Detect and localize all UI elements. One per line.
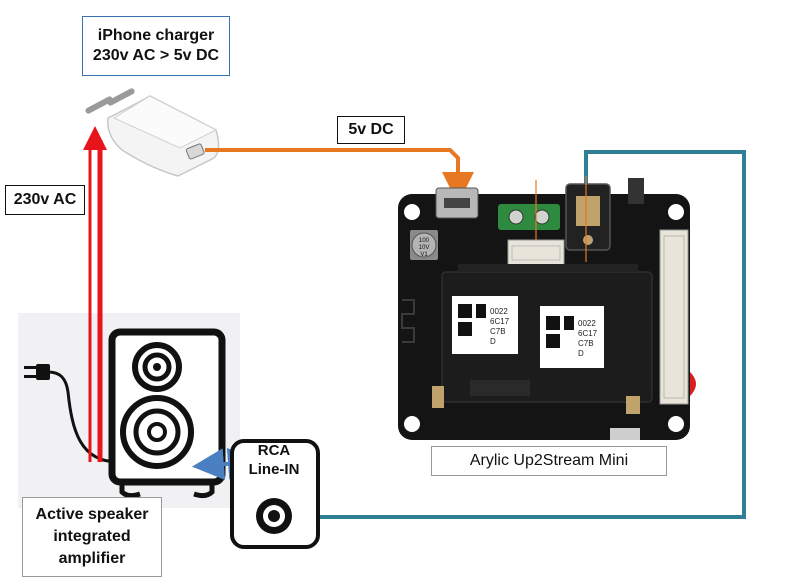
audio-wire	[276, 150, 746, 519]
chip-1-text: 0022 6C17 C7B D	[490, 307, 510, 346]
board-label-text: Arylic Up2Stream Mini	[469, 452, 629, 469]
speaker-label-line: integrated	[53, 528, 131, 545]
ac-wire-label: 230v AC	[5, 185, 85, 215]
board-label: Arylic Up2Stream Mini	[431, 446, 667, 476]
rca-label: RCA Line-IN	[232, 441, 316, 493]
ac-wire	[83, 126, 107, 462]
chip-2-text: 0022 6C17 C7B D	[578, 319, 598, 358]
dc-wire-label: 5v DC	[337, 116, 405, 144]
charger-label-line: 230v AC > 5v DC	[92, 47, 220, 64]
chip-2-line: D	[578, 349, 584, 358]
capacitor-line: 100	[419, 238, 430, 244]
dc-wire-label-text: 5v DC	[348, 121, 394, 138]
charger-label-line: iPhone charger	[97, 27, 215, 44]
chip-2-line: 6C17	[578, 329, 598, 338]
arylic-board-icon	[398, 176, 696, 440]
chip-1-line: 0022	[490, 307, 508, 316]
rca-label-line: Line-IN	[248, 461, 300, 478]
speaker-label: Active speaker integrated amplifier	[22, 497, 162, 577]
power-plug-icon	[24, 364, 119, 464]
capacitor-line: 10V	[419, 245, 430, 251]
speaker-label-line: amplifier	[58, 550, 126, 567]
speaker-icon	[108, 328, 226, 499]
rca-label-line: RCA	[257, 442, 291, 459]
capacitor-line: V1	[420, 252, 428, 258]
iphone-charger-icon	[85, 88, 220, 177]
chip-1-line: D	[490, 337, 496, 346]
charger-label: iPhone charger 230v AC > 5v DC	[82, 16, 230, 76]
chip-2-line: C7B	[578, 339, 594, 348]
chip-1-line: 6C17	[490, 317, 510, 326]
rca-jack-icon	[230, 439, 320, 549]
ac-wire-label-text: 230v AC	[13, 191, 77, 208]
chip-1-line: C7B	[490, 327, 506, 336]
capacitor-text: 100 10V V1	[419, 238, 430, 258]
chip-2-line: 0022	[578, 319, 596, 328]
dc-wire	[205, 148, 474, 204]
speaker-label-line: Active speaker	[35, 506, 149, 523]
